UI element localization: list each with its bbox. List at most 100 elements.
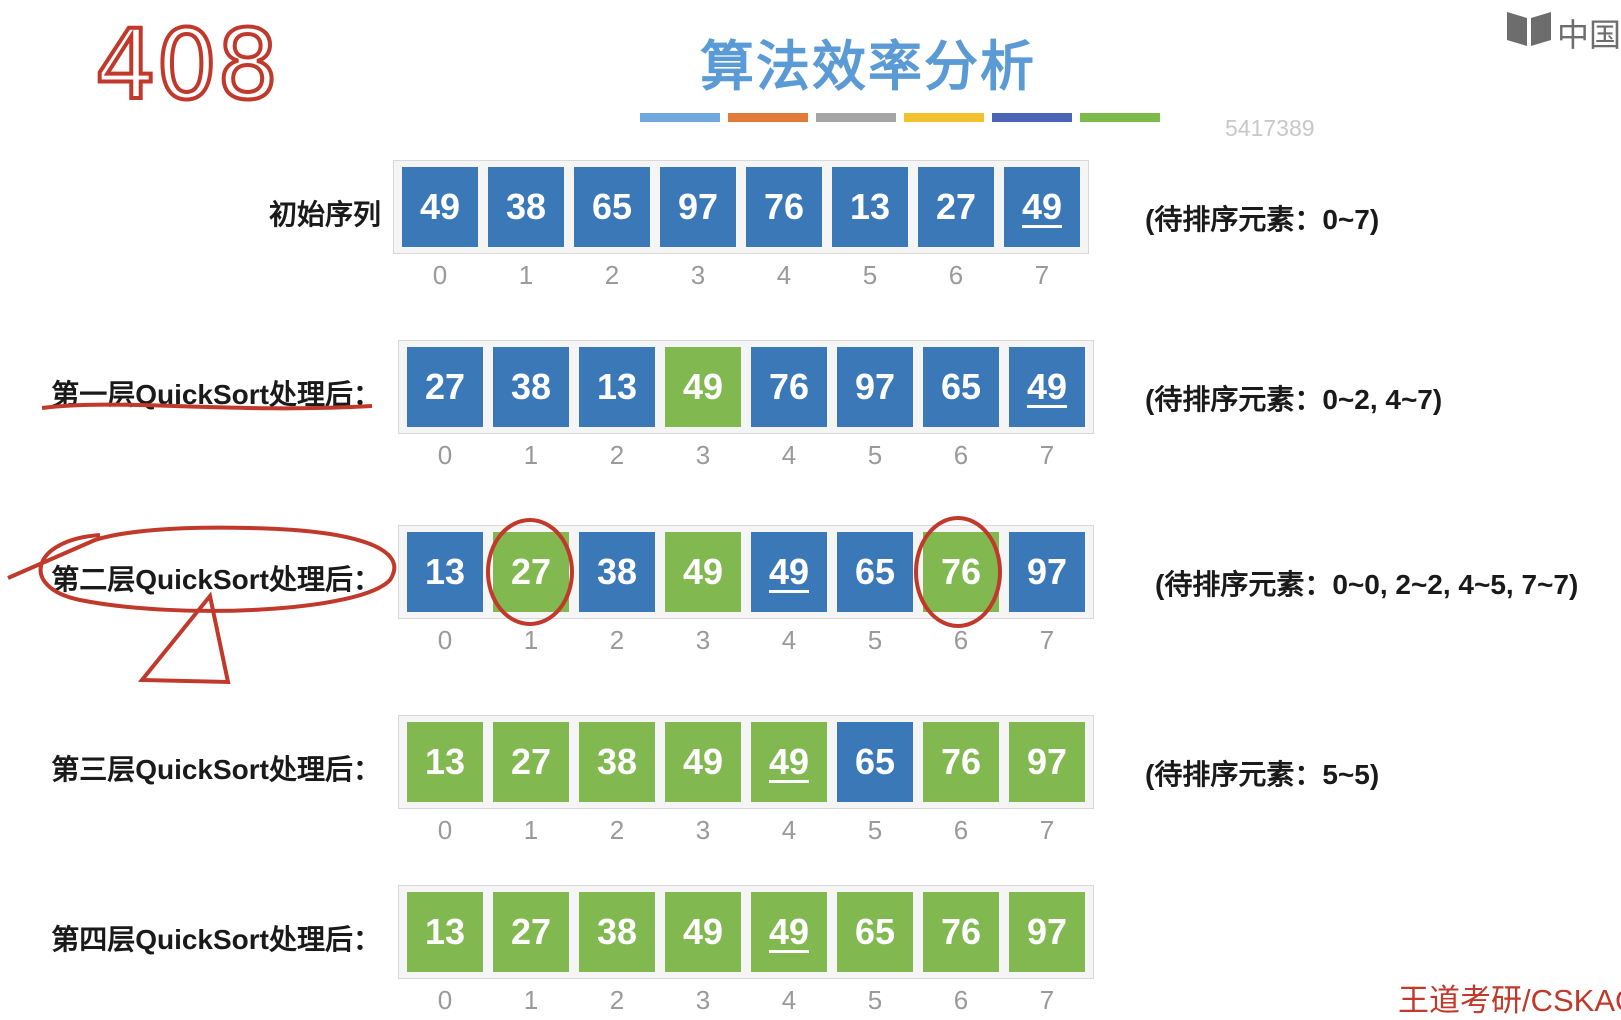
array-cell: 97 bbox=[832, 344, 918, 430]
cell-value: 38 bbox=[510, 366, 552, 407]
sorted-cell-box: 49 bbox=[665, 532, 741, 612]
index-label: 6 bbox=[953, 440, 969, 470]
unsorted-cell-box: 65 bbox=[837, 532, 913, 612]
pending-range-note: (待排序元素：0~7) bbox=[1145, 204, 1380, 235]
unsorted-cell-box: 97 bbox=[1009, 532, 1085, 612]
array-cell: 13 bbox=[574, 344, 660, 430]
index-label: 6 bbox=[953, 815, 969, 845]
sorted-cell-box: 76 bbox=[923, 722, 999, 802]
cell-value: 38 bbox=[505, 186, 547, 227]
cell-value: 49 bbox=[682, 551, 724, 592]
color-stripe bbox=[640, 113, 720, 122]
array-cell: 13 bbox=[402, 719, 488, 805]
sorted-cell-box: 76 bbox=[923, 532, 999, 612]
cell-value: 49 bbox=[768, 551, 810, 592]
cell-value: 76 bbox=[768, 366, 810, 407]
book-icon bbox=[1507, 12, 1551, 46]
array-cell: 13 bbox=[827, 164, 913, 250]
cell-value: 27 bbox=[510, 911, 552, 952]
cell-value: 13 bbox=[424, 741, 466, 782]
array-cell: 76 bbox=[741, 164, 827, 250]
array-cell: 49 bbox=[746, 529, 832, 615]
row-label: 第二层QuickSort处理后： bbox=[51, 564, 381, 595]
index-label: 4 bbox=[781, 440, 797, 470]
index-label: 3 bbox=[695, 625, 711, 655]
sorted-cell-box: 13 bbox=[407, 892, 483, 972]
index-label: 2 bbox=[609, 985, 625, 1015]
cell-value: 97 bbox=[1026, 911, 1068, 952]
array-cell: 76 bbox=[918, 889, 1004, 975]
cell-value: 38 bbox=[596, 911, 638, 952]
color-stripe bbox=[904, 113, 984, 122]
array-cell: 65 bbox=[569, 164, 655, 250]
sorted-cell-box: 27 bbox=[493, 722, 569, 802]
unsorted-cell-box: 97 bbox=[837, 347, 913, 427]
array-cell: 49 bbox=[1004, 344, 1090, 430]
cell-value: 38 bbox=[596, 551, 638, 592]
sorted-cell-box: 13 bbox=[407, 722, 483, 802]
index-label: 0 bbox=[437, 815, 453, 845]
unsorted-cell-box: 49 bbox=[1009, 347, 1085, 427]
color-stripe bbox=[1080, 113, 1160, 122]
cell-value: 49 bbox=[419, 186, 461, 227]
array-cell: 27 bbox=[488, 889, 574, 975]
index-label: 0 bbox=[437, 440, 453, 470]
unsorted-cell-box: 49 bbox=[1004, 167, 1080, 247]
unsorted-cell-box: 97 bbox=[660, 167, 736, 247]
cell-value: 97 bbox=[1026, 741, 1068, 782]
index-label: 1 bbox=[523, 625, 539, 655]
unsorted-cell-box: 13 bbox=[407, 532, 483, 612]
cell-value: 65 bbox=[591, 186, 633, 227]
cell-value: 27 bbox=[424, 366, 466, 407]
array-cell: 65 bbox=[832, 529, 918, 615]
row-label: 初始序列 bbox=[268, 199, 381, 230]
cell-value: 97 bbox=[1026, 551, 1068, 592]
unsorted-cell-box: 65 bbox=[574, 167, 650, 247]
unsorted-cell-box: 27 bbox=[918, 167, 994, 247]
cell-value: 49 bbox=[1026, 366, 1068, 407]
sorted-cell-box: 49 bbox=[665, 722, 741, 802]
array-cell: 76 bbox=[918, 719, 1004, 805]
index-label: 2 bbox=[609, 815, 625, 845]
array-cell: 65 bbox=[832, 889, 918, 975]
cell-value: 49 bbox=[682, 366, 724, 407]
sorted-cell-box: 97 bbox=[1009, 892, 1085, 972]
index-label: 6 bbox=[948, 260, 964, 290]
index-label: 7 bbox=[1039, 625, 1055, 655]
cell-value: 65 bbox=[854, 911, 896, 952]
cell-value: 65 bbox=[854, 741, 896, 782]
array-cell: 49 bbox=[660, 889, 746, 975]
array-cell: 13 bbox=[402, 889, 488, 975]
pending-range-note: (待排序元素：0~0, 2~2, 4~5, 7~7) bbox=[1155, 569, 1579, 600]
array-cell: 49 bbox=[660, 719, 746, 805]
pending-range-note: (待排序元素：0~2, 4~7) bbox=[1145, 384, 1443, 415]
cell-value: 97 bbox=[854, 366, 896, 407]
sorted-cell-box: 49 bbox=[665, 892, 741, 972]
cell-value: 76 bbox=[763, 186, 805, 227]
logo-text: 中国 bbox=[1557, 17, 1621, 53]
index-label: 1 bbox=[518, 260, 534, 290]
sorted-cell-box: 49 bbox=[751, 722, 827, 802]
cell-value: 13 bbox=[596, 366, 638, 407]
row-label: 第一层QuickSort处理后： bbox=[51, 379, 381, 410]
index-label: 5 bbox=[867, 625, 883, 655]
index-label: 6 bbox=[953, 985, 969, 1015]
array-cell: 49 bbox=[397, 164, 483, 250]
cell-value: 49 bbox=[1021, 186, 1063, 227]
index-label: 5 bbox=[867, 985, 883, 1015]
row-label: 第三层QuickSort处理后： bbox=[51, 754, 381, 785]
row-label: 第四层QuickSort处理后： bbox=[51, 924, 381, 955]
unsorted-cell-box: 76 bbox=[746, 167, 822, 247]
array-cell: 49 bbox=[660, 529, 746, 615]
index-label: 2 bbox=[609, 625, 625, 655]
array-cell: 38 bbox=[574, 529, 660, 615]
array-cell: 27 bbox=[402, 344, 488, 430]
cell-value: 27 bbox=[510, 741, 552, 782]
